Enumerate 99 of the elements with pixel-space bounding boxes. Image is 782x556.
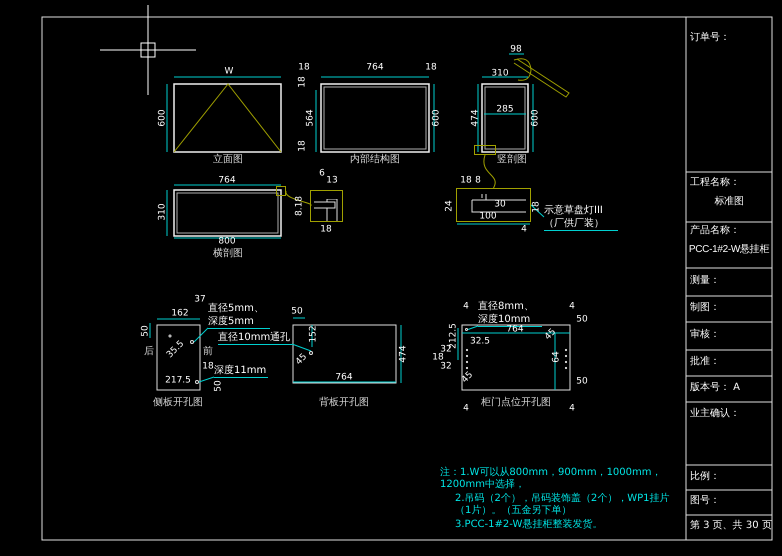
detail-marker [276, 186, 286, 196]
dimension-value: 764 [335, 374, 353, 382]
dimension-value: 8 [475, 176, 481, 186]
view-caption: 侧板开孔图 [153, 398, 203, 408]
view-caption: 竖剖图 [497, 155, 527, 165]
title-block-text: 产品名称： [690, 226, 740, 236]
drill-hole [465, 328, 468, 331]
dimension-value: 50 [291, 308, 303, 316]
dimension-value: 310 [158, 203, 168, 221]
dimension-value: 45 [544, 328, 558, 342]
dimension-value: 18 [298, 64, 310, 72]
view-caption: 立面图 [213, 155, 243, 165]
dimension-value: 50 [576, 316, 588, 324]
leader-line [198, 376, 214, 382]
leader-annotation: 示意草盘灯III（厂供厂装） [544, 204, 618, 231]
drill-hole [190, 340, 194, 344]
dimension-value: 474 [472, 109, 480, 127]
dimension-value: 310 [491, 70, 509, 78]
detail-marker [474, 145, 496, 155]
title-block-text: 业主确认： [690, 409, 740, 419]
view-caption: 柜门点位开孔图 [481, 398, 551, 408]
leader-line [468, 326, 478, 330]
dimension-value: 600 [158, 109, 168, 127]
dimension-value: 4 [463, 404, 469, 414]
view-caption: 横剖图 [213, 249, 243, 259]
drill-hole [309, 351, 313, 355]
dimension-value: 217.5 [165, 376, 191, 386]
title-block-text: 第 3 页、共 30 页 [690, 521, 772, 531]
leader-line [292, 344, 312, 352]
dimension-value: 50 [214, 380, 224, 392]
view-caption: 内部结构图 [350, 155, 400, 165]
title-block-text: 工程名称： [690, 178, 740, 188]
dimension-value: 18 [432, 354, 444, 362]
dimension-value: 212.5 [450, 323, 458, 349]
note-text: 注：1.W可以从800mm，900mm，1000mm，1200mm中选择， [440, 467, 662, 491]
dimension-value: 32 [440, 362, 452, 372]
title-block-text: 标准图 [714, 197, 744, 207]
dimension-value: 4 [521, 226, 527, 234]
title-block-text: 审核： [690, 330, 720, 340]
dimension-value: 18 [320, 226, 332, 234]
dimension-value: 18 [202, 362, 214, 372]
dimension-value: 100 [479, 212, 497, 222]
drill-hole [195, 380, 199, 384]
note-text: 3.PCC-1#2-W悬挂柜整装发货。 [455, 519, 604, 531]
leader-line [194, 328, 208, 342]
dimension-value: 30 [494, 200, 506, 210]
dimension-value: 4 [569, 404, 575, 414]
view-caption: 前 [203, 347, 213, 357]
dimension-value: 50 [142, 325, 150, 337]
dimension-value: 600 [432, 109, 442, 127]
title-block-text: 版本号： A [690, 383, 740, 393]
dimension-value: 764 [218, 176, 236, 186]
title-block-text: 图号： [690, 496, 720, 506]
dimension-value: 18 [532, 201, 542, 213]
dimension-value: W [224, 68, 234, 76]
dimension-value: 564 [306, 109, 316, 127]
dimension-value: 162 [171, 310, 189, 318]
dimension-value: 18 [460, 176, 472, 186]
leader-line [285, 190, 312, 206]
title-block-text: 测量： [690, 276, 720, 286]
dimension-value: 50 [576, 378, 588, 386]
dimension-value: 8.18 [296, 196, 304, 216]
leader-line [530, 204, 544, 218]
dimension-value: 18 [298, 140, 308, 152]
dimension-value: 600 [532, 109, 540, 127]
dimension-value: 45 [460, 370, 476, 386]
dimension-value: 24 [446, 200, 454, 212]
dimension-value: 152 [310, 325, 318, 343]
note-text: 2.吊码（2个），吊码装饰盖（2个），WP1挂片（1片）。（五金另下单） [455, 493, 671, 517]
leader-annotation: 直径10mm通孔 [218, 331, 292, 345]
leader-annotation: 直径5mm、深度5mm [208, 302, 270, 329]
dimension-value: 764 [506, 326, 524, 334]
title-block-text: PCC-1#2-W悬挂柜 [688, 245, 770, 255]
dimension-value: 4 [463, 302, 469, 312]
view-caption: 背板开孔图 [319, 398, 369, 408]
leader-annotation: 深度11mm [214, 364, 268, 378]
dimension-value: 800 [218, 238, 236, 246]
detail-box [456, 188, 531, 222]
dimension-value: 45 [294, 352, 310, 368]
title-block-text: 批准： [690, 357, 720, 367]
leader-annotation: 直径8mm、深度10mm [478, 300, 542, 327]
dimension-value: 18 [425, 64, 437, 72]
detail-box [310, 190, 343, 222]
dimension-value: 64 [552, 351, 562, 363]
view-caption: 后 [144, 347, 154, 357]
dimension-value: 37 [194, 296, 206, 304]
dimension-value: 6 [319, 170, 325, 178]
dimension-value: 13 [326, 176, 338, 186]
title-block-text: 订单号： [690, 33, 730, 43]
dimension-value: 98 [510, 46, 522, 54]
dimension-value: 18 [298, 76, 308, 88]
dimension-value: 285 [496, 106, 514, 114]
dimension-value: 32.5 [470, 338, 490, 346]
title-block-text: 比例： [690, 472, 720, 482]
dimension-value: 4 [569, 302, 575, 312]
dimension-value: 474 [400, 345, 408, 363]
leader-line [484, 154, 496, 188]
title-block-text: 制图： [690, 303, 720, 313]
dimension-value: 764 [366, 64, 384, 72]
